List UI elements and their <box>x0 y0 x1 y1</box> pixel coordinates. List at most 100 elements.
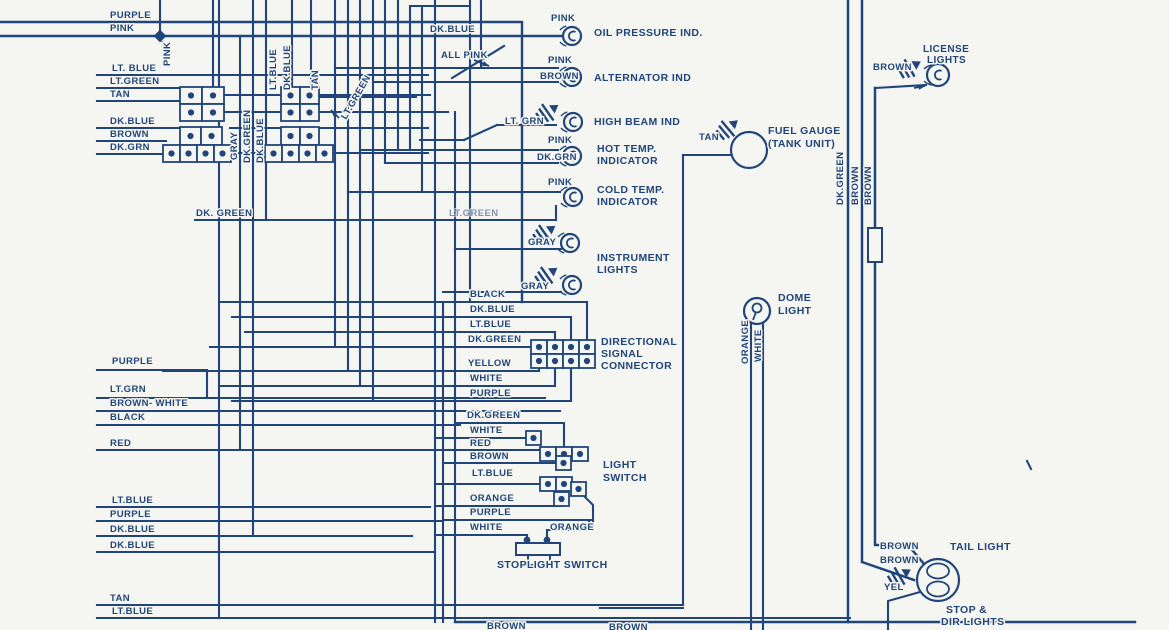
wire <box>1025 459 1033 471</box>
wire-label: RED <box>470 438 491 449</box>
wire-label: LIGHTS <box>597 264 638 276</box>
license-light-bulb <box>925 62 951 88</box>
connector-block-left-wide-terminal <box>185 150 192 157</box>
light-switch-terminal-terminal <box>544 450 552 458</box>
wire-label: ALL PINK <box>441 50 488 61</box>
directional-signal-connector-terminal <box>551 343 559 351</box>
oil-pressure-indicator-bulb-filament <box>568 30 576 42</box>
oil-pressure-indicator-bulb <box>561 25 583 47</box>
wire-label: DK.GREEN <box>242 110 253 163</box>
wire <box>230 315 573 343</box>
ground-bar <box>535 228 547 244</box>
cold-temp-indicator-bulb <box>562 186 584 208</box>
wire <box>873 260 926 566</box>
ground-bar <box>718 124 731 139</box>
wire-label: BROWN <box>110 129 149 140</box>
alternator-indicator-bulb-glow <box>559 82 567 88</box>
wire-label: SWITCH <box>603 472 647 484</box>
dome-light-bulb <box>742 296 772 326</box>
light-switch-terminal-terminal <box>558 495 565 503</box>
wire-label: LT.GRN <box>110 384 146 395</box>
ground-bar <box>903 58 916 78</box>
ground-bar <box>535 112 544 124</box>
wire-label: LT. GRN <box>505 116 544 127</box>
instrument-light-bulb-filament <box>568 279 576 291</box>
fuel-gauge-tank-unit <box>729 130 769 170</box>
wire-label: LICENSE <box>923 44 969 55</box>
tail-stop-dir-bulb <box>915 557 961 603</box>
stoplight-switch-terminal <box>523 536 531 544</box>
wire-label: INSTRUMENT <box>597 252 670 264</box>
instrument-light-bulb-glow <box>557 232 565 238</box>
oil-pressure-indicator-bulb-glow <box>559 25 567 31</box>
wire-label: DK.GREEN <box>468 334 521 345</box>
wire-label: BROWN <box>873 62 912 73</box>
wire-label: HIGH BEAM IND <box>594 116 680 128</box>
license-light-bulb-filament <box>934 69 942 81</box>
license-light-bulb-glow <box>923 64 932 70</box>
wire-label: DK.BLUE <box>110 540 155 551</box>
light-switch-terminal-terminal <box>530 434 537 442</box>
directional-signal-connector-terminal <box>535 343 543 351</box>
wire-label: ORANGE <box>550 522 594 533</box>
wire <box>545 518 591 542</box>
wire-label: FUEL GAUGE <box>768 125 841 137</box>
high-beam-indicator-bulb <box>562 111 584 133</box>
ground-arrow <box>547 267 558 277</box>
ground-symbol <box>535 103 559 124</box>
high-beam-indicator-bulb-filament <box>569 116 577 128</box>
hot-temp-indicator-bulb-glow <box>559 161 567 167</box>
wire-junction <box>153 29 167 43</box>
connector-block-right-upper-terminal <box>306 92 313 99</box>
wire <box>886 590 922 630</box>
light-switch-terminal-terminal <box>576 450 584 458</box>
high-beam-indicator-bulb-glow <box>560 127 568 133</box>
ground-bar <box>715 129 726 141</box>
wire-label: PINK <box>548 55 572 66</box>
instrument-light-bulb <box>561 274 583 296</box>
wire-label: GRAY <box>229 132 240 160</box>
connector-block-left-upper-terminal <box>187 109 195 116</box>
directional-signal-connector-terminal <box>551 357 559 365</box>
wire-label: PINK <box>551 13 575 24</box>
connector-block-right-upper-terminal <box>306 109 313 116</box>
wire <box>217 366 557 388</box>
wire-label: HOT TEMP. <box>597 143 656 155</box>
connector-block-right-upper-terminal <box>287 92 294 99</box>
wire-label: LT.GREEN <box>110 76 159 87</box>
wire-label: CONNECTOR <box>601 360 672 372</box>
wire <box>161 366 541 373</box>
stoplight-switch-base <box>527 554 551 566</box>
ground-symbol <box>896 58 921 79</box>
wire-label: PINK <box>110 23 134 34</box>
wire-label: ORANGE <box>740 320 751 364</box>
ground-bar <box>538 224 552 243</box>
directional-signal-connector-terminal <box>583 357 591 365</box>
wire-label: BROWN <box>609 622 648 630</box>
instrument-light-bulb-glow <box>559 290 567 296</box>
wire-label: GRAY <box>521 281 549 292</box>
cold-temp-indicator-bulb-filament <box>569 191 577 203</box>
ground-symbol <box>534 266 558 287</box>
wire-label: WHITE <box>753 329 764 362</box>
ground-arrow <box>548 104 559 114</box>
wire-label: COLD TEMP. <box>597 184 664 196</box>
connector-block-left-upper-terminal <box>209 92 217 99</box>
wire-label: BROWN <box>863 166 874 205</box>
dome-light-bulb-filament <box>752 311 757 321</box>
light-switch-terminal-terminal <box>575 485 582 493</box>
tail-stop-dir-bulb-filament <box>926 562 950 580</box>
wire-label: STOP & <box>946 604 987 616</box>
cold-temp-indicator-bulb-glow <box>560 186 568 192</box>
ground-bar <box>532 233 541 245</box>
ground-arrow <box>911 61 921 70</box>
wire-label: TAN <box>699 132 719 143</box>
ground-bar <box>534 275 543 287</box>
wire-label: PURPLE <box>470 388 511 399</box>
connector-block-left-mid-terminal <box>187 132 194 140</box>
pointer-arrowhead <box>918 84 925 90</box>
wire-label: LIGHTS <box>927 55 966 66</box>
wire-label: DK.BLUE <box>110 524 155 535</box>
wire-label: TAN <box>310 70 321 90</box>
